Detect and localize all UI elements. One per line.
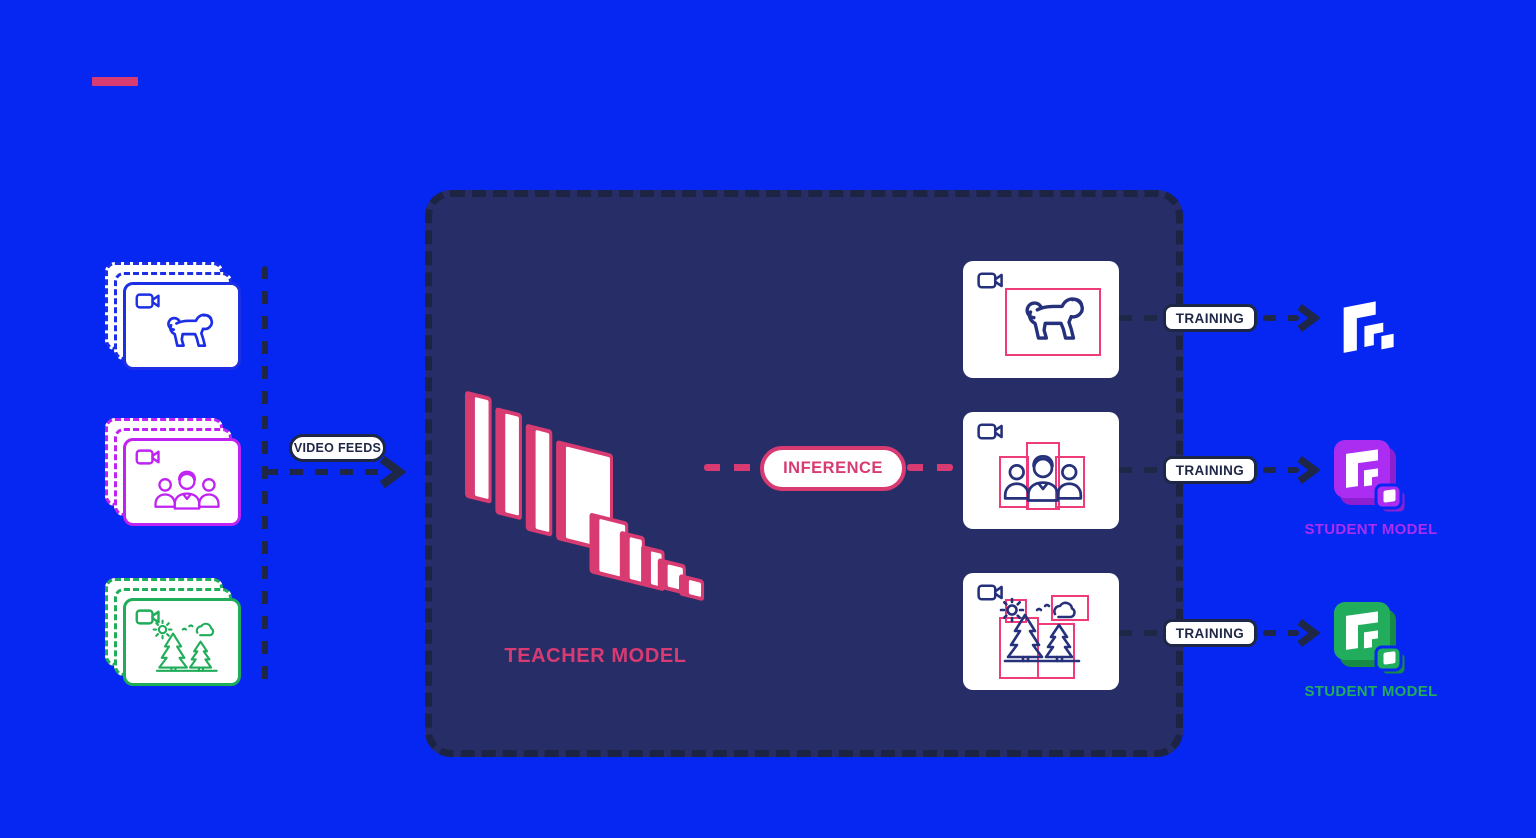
student-model-label: STUDENT MODEL [1304,521,1438,538]
video-feeds-label: VIDEO FEEDS [293,441,382,455]
training-label: TRAINING [1175,310,1245,326]
student-model-logo-white [1343,301,1394,353]
output-card-landscape [963,573,1119,690]
detection-box [999,456,1029,508]
detection-box [1005,288,1101,356]
detection-box [1026,442,1060,510]
teacher-model-label: TEACHER MODEL [504,645,687,667]
output-card-dog [963,261,1119,378]
training-label: TRAINING [1175,625,1245,641]
video-camera-icon [977,422,1004,441]
neural-network-layers-icon [465,391,705,601]
student-model-logo-purple [1334,440,1408,515]
arrow-right-icon [378,456,406,488]
inference-label: INFERENCE [783,459,883,477]
inference-line-left [704,464,759,471]
video-feeds-pill: VIDEO FEEDS [289,434,386,462]
video-frame-dog [123,282,241,370]
training-line-left [1119,467,1167,473]
detection-box [1005,599,1027,623]
feed-stack-landscape [105,578,245,688]
people-icon [152,468,222,514]
training-pill: TRAINING [1163,456,1257,484]
training-pill: TRAINING [1163,304,1257,332]
training-line-right [1263,467,1299,473]
feed-stack-people [105,418,245,528]
output-card-people [963,412,1119,529]
training-pill: TRAINING [1163,619,1257,647]
video-camera-icon [135,448,161,466]
student-model-logo-green [1334,602,1408,677]
training-line-right [1263,315,1299,321]
dog-icon [1011,294,1093,355]
inference-pill: INFERENCE [760,446,906,491]
feed-stack-dog [105,262,245,372]
feeds-connector-line [262,266,268,689]
video-frame-people [123,438,241,526]
arrow-right-icon [1296,456,1320,484]
arrow-right-icon [1296,304,1320,332]
video-camera-icon [135,292,161,310]
brand-accent-dash [92,77,138,86]
people-icon [1001,452,1085,507]
detection-box [1051,595,1089,621]
training-label: TRAINING [1175,462,1245,478]
video-feeds-arrow-line [265,469,383,475]
detection-box [1055,456,1085,508]
student-model-label: STUDENT MODEL [1304,683,1438,700]
training-line-left [1119,630,1167,636]
training-line-right [1263,630,1299,636]
dog-icon [156,311,220,359]
trees-icon [999,597,1083,665]
video-camera-icon [977,271,1004,290]
inference-line-right [907,464,953,471]
video-frame-landscape [123,598,241,686]
training-line-left [1119,315,1167,321]
arrow-right-icon [1296,619,1320,647]
trees-icon [152,619,220,674]
